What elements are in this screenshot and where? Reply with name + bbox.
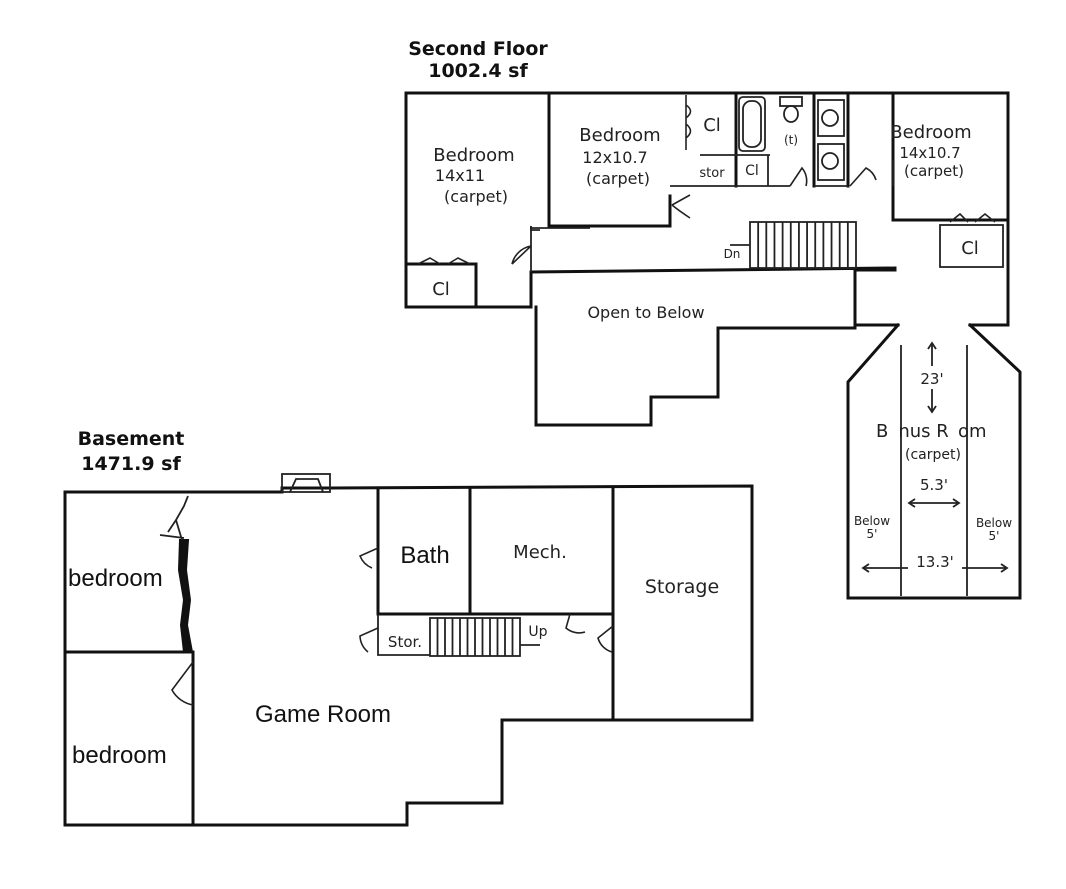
bedroom-right-floor: (carpet): [904, 162, 964, 180]
game-room-label: Game Room: [255, 701, 391, 728]
door-swing-icon: [789, 166, 808, 187]
door-swing-icon: [671, 194, 691, 219]
closet-door-icon: [949, 212, 996, 223]
basement-plan: Basement 1471.9 sf bed: [63, 428, 754, 827]
basement-area: 1471.9 sf: [81, 453, 181, 475]
toilet-tank-icon: [779, 96, 803, 107]
bedroom-middle-floor: (carpet): [586, 169, 650, 188]
door-swing-icon: [849, 167, 877, 187]
open-to-below-label: Open to Below: [587, 303, 704, 322]
closet-left-wall: [404, 262, 478, 309]
bathtub-icon: [738, 96, 766, 152]
storage-basement-label: Storage: [645, 576, 719, 598]
closet-left-label: Cl: [432, 279, 450, 300]
bedroom-left-name: Bedroom: [433, 145, 514, 166]
bedroom-left-size: 14x11: [435, 166, 485, 185]
door-swing-icon: [565, 613, 586, 634]
arrowhead-icon: [907, 498, 916, 508]
stairs-down: [749, 221, 857, 269]
bath-label: Bath: [400, 542, 449, 569]
closet-bath-label: Cl: [745, 163, 759, 179]
sink-counter-icon: [817, 99, 845, 137]
arrowhead-icon: [952, 498, 961, 508]
closet-right-box: [939, 224, 1004, 268]
wall: [891, 91, 1010, 222]
bonus-room-center-width: 5.3': [920, 476, 948, 494]
second-floor-plan: Second Floor 1002.4 sf: [404, 38, 1022, 600]
bonus-room-outline: [846, 322, 1022, 600]
bedroom-lower-label: bedroom: [72, 742, 167, 769]
stairs-up: [429, 617, 521, 657]
open-to-below-outline: [529, 266, 897, 427]
sink-icon: [821, 152, 839, 170]
bonus-room-total-width: 13.3': [916, 553, 954, 571]
bonus-room-floor: (carpet): [905, 447, 961, 463]
wall: [547, 194, 672, 228]
bedroom-left-floor: (carpet): [444, 187, 508, 206]
bedroom-middle-name: Bedroom: [579, 125, 660, 146]
stairs-up-label: Up: [528, 624, 547, 640]
closet-middle-label: Cl: [703, 115, 721, 136]
fireplace-icon: [281, 473, 331, 493]
toilet-bowl-icon: [783, 105, 799, 123]
second-floor-outer-wall: [404, 91, 1010, 327]
below-right-height: 5': [989, 529, 1000, 543]
door-swing-icon: [511, 245, 532, 265]
sink-counter-icon: [817, 143, 845, 181]
closet-door-icon: [685, 95, 692, 150]
bathtub-basin-icon: [742, 100, 762, 148]
stor-label: Stor.: [388, 633, 422, 651]
second-floor-title: Second Floor: [408, 38, 548, 60]
sink-icon: [821, 109, 839, 127]
toilet-label: (t): [784, 133, 798, 147]
mech-label: Mech.: [513, 542, 567, 563]
closet-door-icon: [417, 257, 471, 265]
below-right-label: Below: [976, 516, 1012, 530]
door-swing-icon: [171, 661, 194, 706]
bedroom-upper-label: bedroom: [68, 565, 163, 592]
storage-label: stor: [699, 166, 725, 181]
door-swing-icon: [358, 547, 379, 569]
wall-crack-icon: [177, 539, 194, 653]
bedroom-right-size: 14x10.7: [899, 144, 960, 162]
arrowhead-icon: [861, 563, 870, 573]
door-swing-icon: [597, 625, 614, 653]
stairs-down-label: Dn: [724, 247, 741, 261]
arrowhead-icon: [927, 405, 937, 414]
bedroom-right-name: Bedroom: [890, 122, 971, 143]
bonus-room-length: 23': [920, 370, 943, 388]
bedroom-middle-size: 12x10.7: [582, 148, 647, 167]
door-swing-icon: [359, 627, 379, 653]
arrowhead-icon: [1000, 563, 1009, 573]
second-floor-area: 1002.4 sf: [428, 60, 528, 82]
arrowhead-icon: [927, 341, 937, 350]
below-left-height: 5': [867, 527, 878, 541]
wall-crack-icon: [159, 495, 189, 541]
below-left-label: Below: [854, 514, 890, 528]
basement-title: Basement: [78, 428, 185, 450]
closet-right-label: Cl: [961, 238, 979, 259]
wall: [377, 614, 430, 656]
